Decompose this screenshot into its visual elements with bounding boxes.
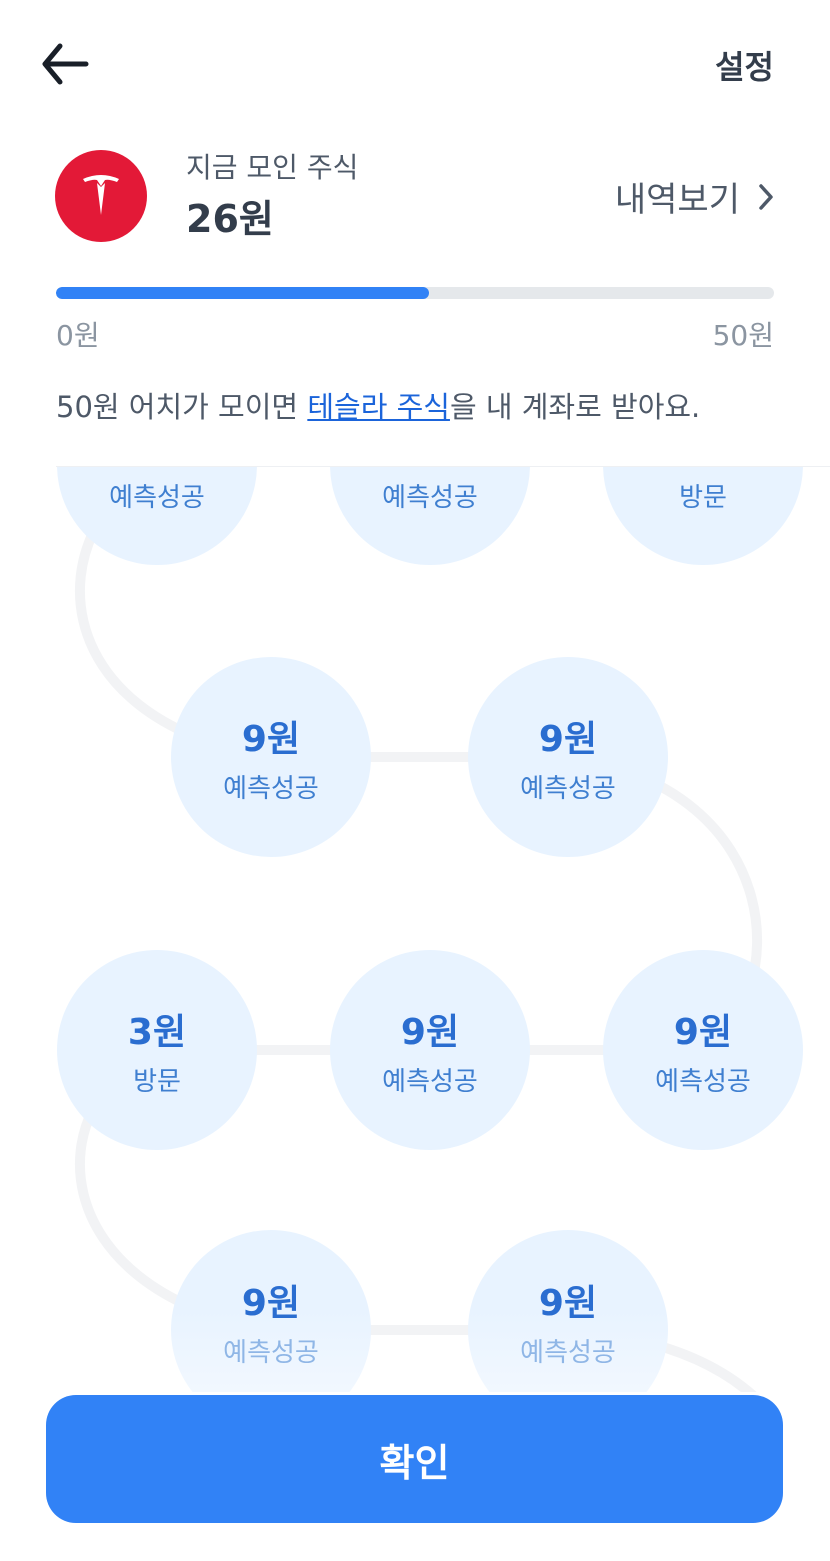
node-label: 방문 bbox=[679, 483, 727, 513]
chevron-right-icon bbox=[759, 183, 773, 210]
node-label: 예측성공 bbox=[109, 483, 205, 513]
confirm-button[interactable]: 확인 bbox=[46, 1395, 783, 1523]
node-label: 예측성공 bbox=[520, 1338, 616, 1368]
node-label: 예측성공 bbox=[520, 773, 616, 804]
node-label: 예측성공 bbox=[223, 1338, 319, 1368]
node-amount: 3원 bbox=[127, 1011, 187, 1053]
node-amount: 9원 bbox=[400, 1011, 460, 1053]
node-amount: 9원 bbox=[241, 1283, 301, 1324]
tesla-logo bbox=[55, 150, 147, 242]
node-label: 예측성공 bbox=[382, 483, 478, 513]
node-label: 예측성공 bbox=[223, 773, 319, 804]
node-amount: 9원 bbox=[538, 1283, 598, 1324]
tesla-icon bbox=[83, 175, 119, 215]
progress-bar bbox=[56, 287, 774, 299]
tesla-stock-link[interactable]: 테슬라 주식 bbox=[307, 390, 450, 424]
description-suffix: 을 내 계좌로 받아요. bbox=[449, 390, 701, 424]
progress-fill bbox=[56, 287, 430, 299]
progress-min-label: 0원 bbox=[56, 319, 100, 352]
node-label: 예측성공 bbox=[655, 1066, 751, 1097]
node-amount: 9원 bbox=[673, 1011, 733, 1053]
settings-button[interactable]: 설정 bbox=[715, 48, 774, 86]
node-label: 예측성공 bbox=[382, 1066, 478, 1097]
arrow-left-icon bbox=[42, 43, 89, 85]
progress-max-label: 50원 bbox=[712, 319, 774, 352]
node-amount: 9원 bbox=[241, 718, 301, 760]
path-line bbox=[74, 467, 763, 1392]
collected-stock-label: 지금 모인 주식 bbox=[186, 151, 359, 184]
node-amount: 9원 bbox=[538, 718, 598, 760]
collected-amount: 26원 bbox=[186, 197, 274, 241]
divider bbox=[56, 466, 830, 467]
description: 50원 어치가 모이면 테슬라 주식을 내 계좌로 받아요. bbox=[56, 384, 700, 426]
history-label: 내역보기 bbox=[614, 180, 740, 220]
history-link[interactable]: 내역보기 bbox=[615, 172, 774, 221]
node-label: 방문 bbox=[133, 1066, 181, 1097]
description-prefix: 50원 어치가 모이면 bbox=[56, 390, 308, 424]
back-button[interactable] bbox=[40, 40, 92, 88]
